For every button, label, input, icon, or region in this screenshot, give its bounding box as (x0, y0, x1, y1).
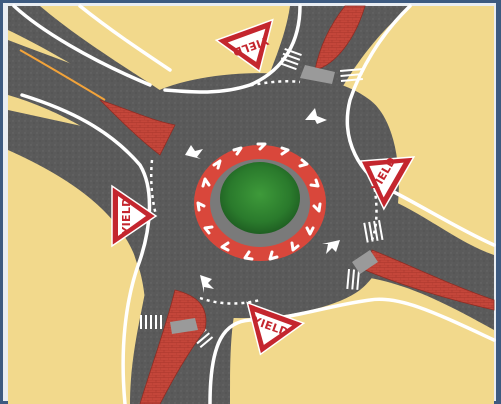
central-grass (220, 162, 300, 234)
yield-sign-top: YIELD (214, 18, 274, 73)
yield-sign-bottom: YIELD (246, 301, 306, 356)
crosswalks (140, 48, 384, 349)
splitter-island-left (99, 99, 176, 156)
lane-arrow-left (185, 145, 203, 159)
splitter-islands (99, 5, 495, 404)
yield-sign-label: YIELD (120, 197, 133, 235)
lane-arrow-right (322, 240, 340, 254)
splitter-caps (170, 65, 378, 334)
splitter-island-right (364, 249, 495, 311)
lane-arrows (185, 108, 340, 293)
lane-arrow-top (305, 108, 327, 124)
yield-sign-left: YIELD (111, 184, 158, 248)
yield-sign-right: YIELD (359, 155, 416, 211)
orange-centerline (19, 49, 106, 101)
ring-chevrons (196, 142, 322, 261)
lane-arrow-bottom-left (200, 275, 214, 293)
central-island (194, 142, 326, 261)
splitter-island-bottom (139, 289, 207, 404)
